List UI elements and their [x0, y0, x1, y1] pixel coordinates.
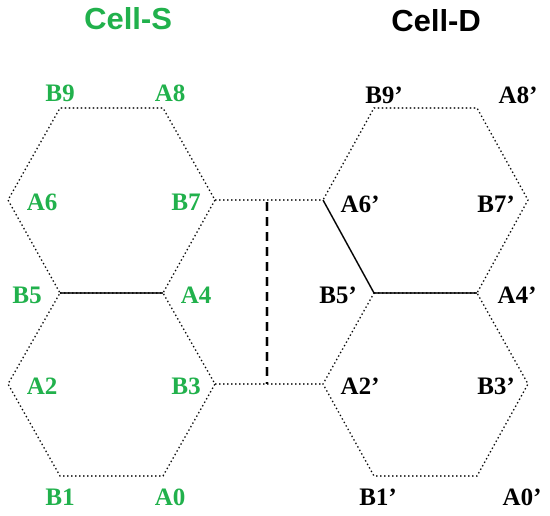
cell-s-label-b7: B7 [171, 189, 200, 216]
cell-d-lower-hexagon [322, 292, 529, 477]
cell-d-label-b7: B7’ [477, 191, 515, 218]
cell-d-title: Cell-D [391, 3, 481, 38]
cell-d-label-b3: B3’ [477, 373, 515, 400]
cell-d-label-a4: A4’ [498, 282, 537, 309]
cell-s-label-a0: A0 [155, 484, 186, 511]
cell-s-label-a8: A8 [155, 80, 186, 107]
cell-s-label-a2: A2 [27, 373, 58, 400]
cell-d-label-b9: B9’ [365, 82, 403, 109]
cell-d-label-b5: B5’ [319, 282, 357, 309]
cell-s-label-b9: B9 [45, 80, 74, 107]
cell-s-title: Cell-S [84, 1, 172, 36]
cell-s-lower-hexagon [7, 292, 216, 477]
cell-d-label-a2: A2’ [341, 373, 380, 400]
cell-s-label-b5: B5 [12, 282, 41, 309]
cell-d-label-a6: A6’ [341, 191, 380, 218]
cell-d-a6-b5-bond [322, 199, 375, 294]
cell-d-label-a0: A0’ [503, 484, 542, 511]
cell-s-label-a4: A4 [181, 282, 212, 309]
cell-d-label-b1: B1’ [359, 484, 397, 511]
cell-s-label-a6: A6 [27, 189, 58, 216]
cell-s-label-b1: B1 [45, 484, 74, 511]
cell-d-label-a8: A8’ [499, 82, 538, 109]
cell-s-label-b3: B3 [171, 373, 200, 400]
